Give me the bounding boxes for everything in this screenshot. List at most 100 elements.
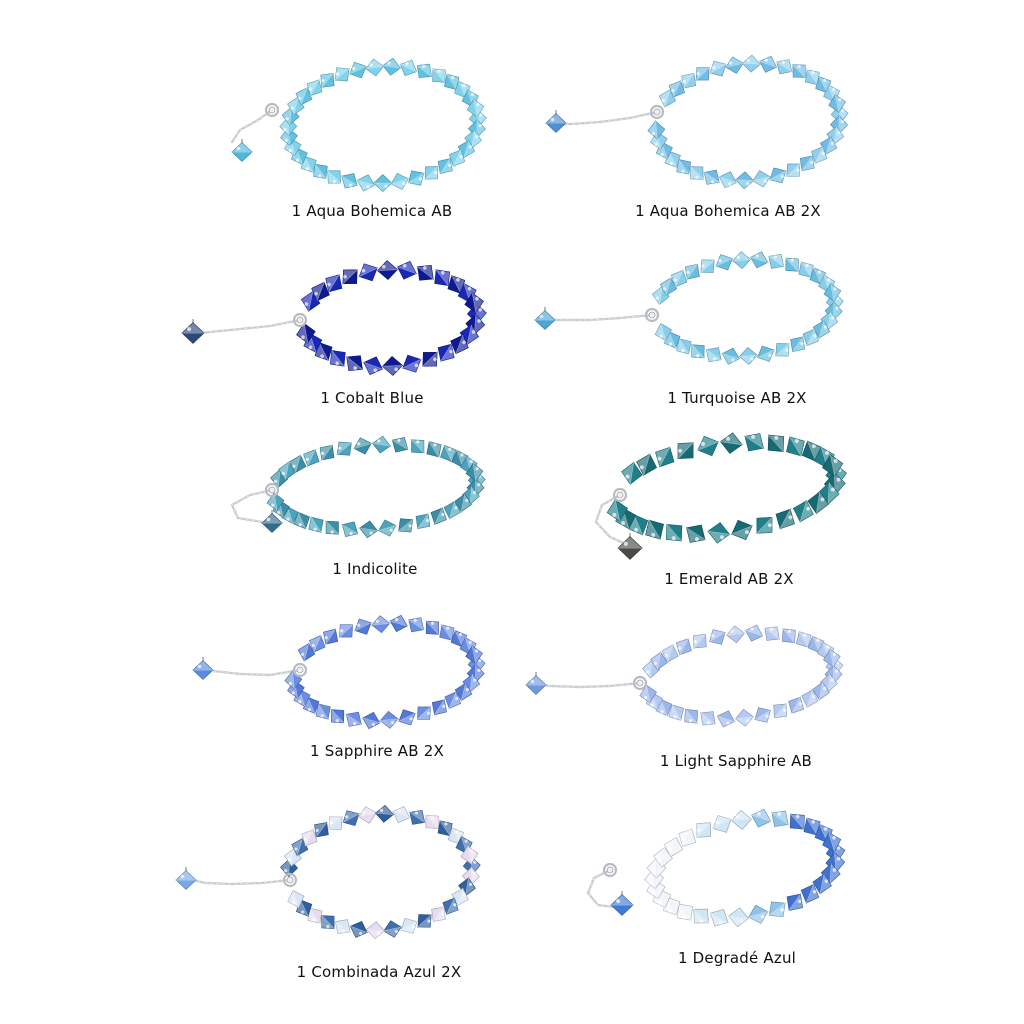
crystal-bead — [313, 163, 328, 180]
crystal-bead — [685, 524, 706, 543]
crystal-bead — [798, 261, 814, 279]
crystal-bead — [357, 806, 378, 824]
crystal-bead — [693, 633, 707, 649]
pendant-charm — [534, 310, 556, 330]
bead-loop — [296, 260, 487, 376]
crystal-bead — [802, 328, 820, 347]
crystal-bead — [800, 883, 820, 904]
crystal-bead — [295, 87, 313, 106]
crystal-bead — [767, 434, 785, 453]
crystal-bead — [684, 708, 699, 724]
crystal-bead — [684, 263, 700, 280]
crystal-bead — [381, 356, 404, 376]
crystal-bead — [382, 57, 402, 76]
crystal-bead — [416, 706, 432, 721]
crystal-bead — [424, 165, 439, 180]
crystal-bead — [410, 439, 425, 454]
clasp-center — [286, 876, 294, 884]
crystal-bead — [650, 651, 668, 671]
crystal-bead — [361, 711, 381, 730]
crystal-bead — [676, 337, 692, 355]
crystal-bead — [790, 336, 806, 353]
crystal-bead — [724, 56, 745, 74]
crystal-bead — [422, 351, 438, 367]
clasp-center — [636, 679, 644, 687]
crystal-bead — [345, 711, 363, 727]
crystal-bead — [266, 492, 285, 512]
crystal-bead — [665, 523, 683, 542]
crystal-bead — [689, 165, 704, 181]
crystal-bead — [670, 269, 688, 288]
crystal-bead — [792, 63, 807, 79]
crystal-bead — [349, 920, 369, 938]
crystal-bead — [440, 444, 457, 463]
crystal-bead — [342, 269, 358, 285]
crystal-bead — [325, 274, 343, 293]
crystal-bead — [645, 519, 664, 540]
crystal-bead — [432, 68, 446, 84]
crystal-bead — [416, 63, 433, 79]
crystal-bead — [340, 173, 358, 189]
crystal-bead — [734, 171, 755, 190]
crystal-bead — [716, 710, 736, 728]
crystal-bead — [636, 453, 658, 477]
crystal-bead — [661, 644, 679, 663]
crystal-bead — [822, 831, 842, 853]
crystal-bead — [287, 96, 305, 116]
crystal-bead — [699, 711, 716, 726]
crystal-bead — [306, 79, 323, 97]
chain — [230, 108, 274, 144]
clasp-center — [653, 108, 661, 116]
crystal-bead — [819, 136, 838, 156]
crystal-bead — [801, 689, 819, 708]
crystal-bead — [774, 343, 790, 357]
chain-highlight — [587, 869, 615, 908]
crystal-bead — [450, 334, 469, 355]
crystal-bead — [744, 433, 765, 452]
pendant-charm — [181, 322, 205, 344]
crystal-bead — [738, 346, 759, 365]
crystal-bead — [437, 820, 453, 837]
crystal-bead — [407, 170, 425, 186]
crystal-bead — [786, 893, 803, 912]
crystal-bead — [675, 637, 692, 656]
chain-highlight — [595, 494, 627, 545]
chain — [548, 313, 654, 322]
crystal-bead — [451, 887, 469, 907]
crystal-bead — [466, 98, 485, 118]
clasp — [264, 102, 280, 118]
crystal-bead — [719, 432, 743, 454]
item-label: 1 Indicolite — [332, 560, 418, 578]
crystal-bead — [330, 708, 345, 724]
crystal-bead — [278, 461, 296, 481]
item-label: 1 Cobalt Blue — [320, 389, 424, 407]
crystal-bead — [382, 920, 403, 938]
crystal-bead — [764, 626, 781, 641]
crystal-bead — [747, 904, 769, 924]
crystal-bead — [376, 260, 399, 280]
crystal-bead — [697, 435, 720, 457]
crystal-bead — [776, 59, 793, 75]
crystal-bead — [730, 519, 753, 541]
crystal-bead — [750, 808, 772, 828]
crystal-bead — [457, 282, 477, 304]
crystal-bead — [771, 810, 790, 827]
crystal-bead — [786, 436, 805, 457]
crystal-bead — [795, 630, 812, 649]
crystal-bead — [709, 60, 727, 77]
crystal-bead — [444, 691, 462, 710]
crystal-bead — [462, 673, 481, 693]
